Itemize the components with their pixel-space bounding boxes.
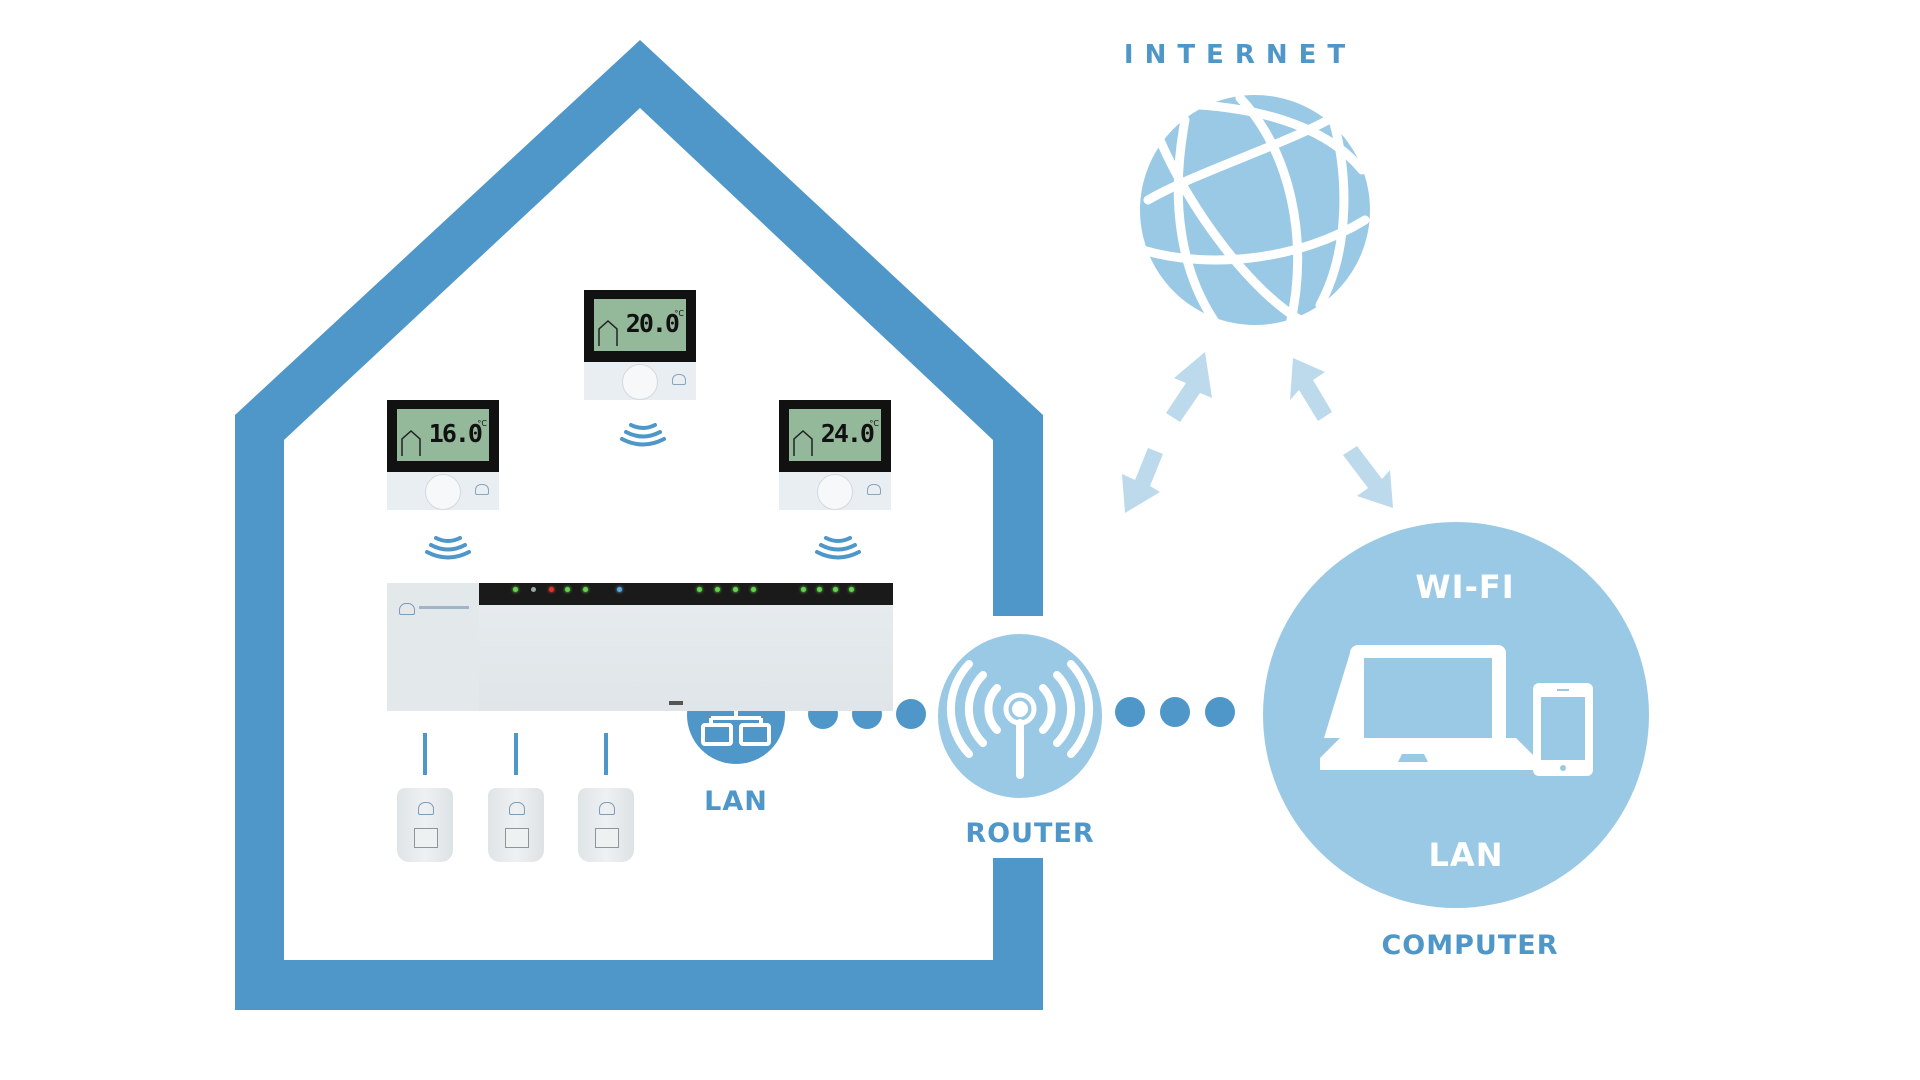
actuator-connector xyxy=(423,733,427,775)
computer-label: COMPUTER xyxy=(1381,930,1559,961)
thermostat-knob[interactable] xyxy=(622,364,658,400)
thermostat-lcd: 20.0 °C xyxy=(594,299,686,351)
router-label: ROUTER xyxy=(965,818,1095,849)
internet-label: INTERNET xyxy=(1123,40,1357,70)
house-outline xyxy=(235,40,1043,1010)
actuator-icon xyxy=(578,788,634,862)
thermostat-lcd: 16.0 °C xyxy=(397,409,489,461)
brand-logo-icon xyxy=(475,484,489,495)
wireless-signal-icons xyxy=(425,423,861,560)
arrow-down-left-icon xyxy=(1122,448,1163,513)
zone-led xyxy=(697,587,702,592)
thermostat-body xyxy=(387,472,499,510)
brand-wordmark xyxy=(419,606,469,609)
thermostat-screen: 16.0 °C xyxy=(387,400,499,472)
thermostat-knob[interactable] xyxy=(425,474,461,510)
thermostat-screen: 24.0 °C xyxy=(779,400,891,472)
thermostat-temperature: 16.0 xyxy=(428,419,483,448)
thermostat-body xyxy=(584,362,696,400)
zone-led xyxy=(801,587,806,592)
actuator xyxy=(488,788,544,862)
computer-lan-label: LAN xyxy=(1428,836,1504,874)
wireless-signal-icon-1 xyxy=(425,536,471,560)
zone-led xyxy=(733,587,738,592)
laptop-icon xyxy=(1320,645,1536,770)
thermostat-left: 16.0 °C xyxy=(387,400,499,510)
thermostat-center: 20.0 °C xyxy=(584,290,696,400)
status-led xyxy=(617,587,622,592)
sync-arrows xyxy=(1122,352,1393,513)
actuator xyxy=(578,788,634,862)
lan-label: LAN xyxy=(704,786,768,817)
brand-logo-icon xyxy=(867,484,881,495)
thermostat-unit: °C xyxy=(869,419,879,428)
zone-led xyxy=(817,587,822,592)
actuator-connector xyxy=(514,733,518,775)
status-led xyxy=(583,587,588,592)
thermostat-temperature: 20.0 xyxy=(625,309,680,338)
house-glyph-icon xyxy=(598,319,618,346)
actuator-icon xyxy=(397,788,453,862)
actuator-connector xyxy=(604,733,608,775)
router-node xyxy=(938,634,1102,798)
dot xyxy=(896,699,926,729)
status-led xyxy=(531,587,536,592)
thermostat-body xyxy=(779,472,891,510)
arrow-up-right-icon xyxy=(1290,358,1332,421)
globe-icon xyxy=(1138,93,1370,330)
status-led xyxy=(549,587,554,592)
brand-logo-icon xyxy=(418,802,434,815)
antenna-icon xyxy=(946,660,1094,779)
actuator xyxy=(397,788,453,862)
controller-cover xyxy=(479,605,893,711)
dot xyxy=(1160,697,1190,727)
controller-side-panel xyxy=(387,583,479,711)
brand-logo-icon xyxy=(509,802,525,815)
brand-logo-icon xyxy=(672,374,686,385)
heating-controller xyxy=(387,583,893,711)
thermostat-unit: °C xyxy=(674,309,684,318)
zone-led xyxy=(849,587,854,592)
wifi-label: WI-FI xyxy=(1415,568,1515,606)
house-glyph-icon xyxy=(793,429,813,456)
zone-led xyxy=(751,587,756,592)
controller-port xyxy=(669,701,683,705)
wireless-signal-icon-3 xyxy=(815,536,861,560)
thermostat-knob[interactable] xyxy=(817,474,853,510)
computer-node xyxy=(1263,522,1649,908)
controller-status-strip xyxy=(479,583,893,605)
arrow-down-right-icon xyxy=(1343,446,1393,508)
dot xyxy=(1205,697,1235,727)
wireless-signal-icon-2 xyxy=(620,423,666,447)
actuator-button xyxy=(595,828,619,848)
thermostat-temperature: 24.0 xyxy=(820,419,875,448)
thermostat-right: 24.0 °C xyxy=(779,400,891,510)
actuator-button xyxy=(505,828,529,848)
thermostat-unit: °C xyxy=(477,419,487,428)
brand-logo-icon xyxy=(599,802,615,815)
actuator-icon xyxy=(488,788,544,862)
dot xyxy=(1115,697,1145,727)
brand-logo-icon xyxy=(399,603,415,615)
smartphone-icon xyxy=(1533,683,1593,776)
actuator-button xyxy=(414,828,438,848)
thermostat-lcd: 24.0 °C xyxy=(789,409,881,461)
arrow-up-left-icon xyxy=(1166,352,1212,422)
status-led xyxy=(513,587,518,592)
zone-led xyxy=(715,587,720,592)
status-led xyxy=(565,587,570,592)
zone-led xyxy=(833,587,838,592)
thermostat-screen: 20.0 °C xyxy=(584,290,696,362)
house-glyph-icon xyxy=(401,429,421,456)
